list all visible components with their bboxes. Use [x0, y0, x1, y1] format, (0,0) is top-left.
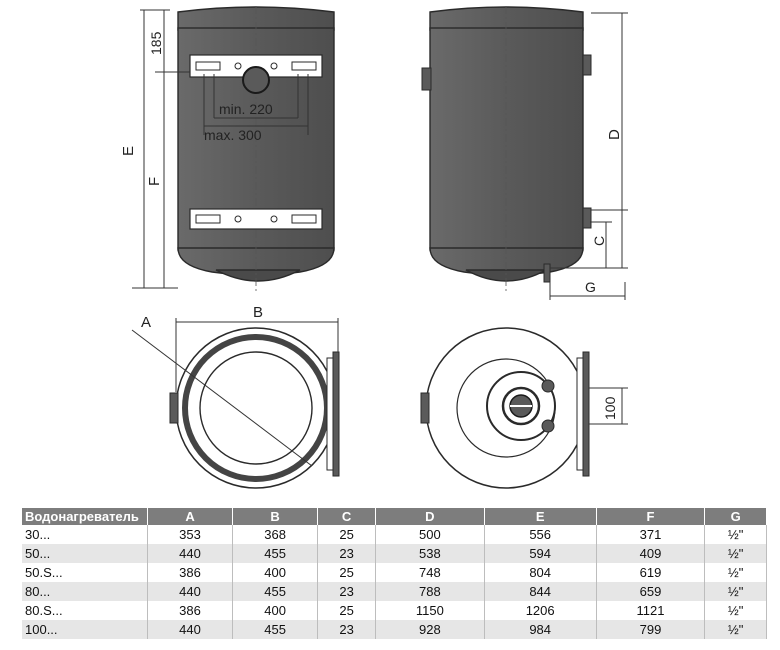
- dim-a-label: A: [141, 314, 151, 331]
- col-header-model: Водонагреватель: [22, 508, 148, 525]
- col-header-g: G: [704, 508, 767, 525]
- cell-model: 100...: [22, 620, 148, 639]
- cell-f: 371: [596, 525, 706, 544]
- col-header-d: D: [375, 508, 485, 525]
- dim-185-label: 185: [148, 31, 164, 55]
- col-header-f: F: [596, 508, 706, 525]
- min-distance-label: min. 220: [219, 101, 273, 117]
- cell-b: 455: [232, 582, 319, 601]
- col-header-b: B: [232, 508, 319, 525]
- cell-d: 538: [375, 544, 485, 563]
- col-header-e: E: [484, 508, 597, 525]
- front-view: min. 220 max. 300 185 E F: [120, 6, 335, 292]
- cell-e: 594: [484, 544, 597, 563]
- cell-g: ½": [704, 525, 767, 544]
- cell-e: 844: [484, 582, 597, 601]
- side-view: D C G: [421, 6, 628, 300]
- cell-g: ½": [704, 544, 767, 563]
- dim-100-label: 100: [602, 396, 618, 420]
- cell-a: 386: [147, 563, 234, 582]
- cell-e: 804: [484, 563, 597, 582]
- cell-b: 368: [232, 525, 319, 544]
- cell-g: ½": [704, 620, 767, 639]
- cell-d: 1150: [375, 601, 485, 620]
- cell-c: 25: [317, 525, 377, 544]
- cell-b: 400: [232, 601, 319, 620]
- cell-e: 984: [484, 620, 597, 639]
- cell-e: 1206: [484, 601, 597, 620]
- cell-f: 659: [596, 582, 706, 601]
- max-distance-label: max. 300: [204, 127, 262, 143]
- bottom-view-side: 100: [420, 327, 628, 489]
- cell-model: 80.S...: [22, 601, 148, 620]
- cell-model: 80...: [22, 582, 148, 601]
- cell-f: 409: [596, 544, 706, 563]
- cell-d: 788: [375, 582, 485, 601]
- cell-f: 799: [596, 620, 706, 639]
- bottom-view-front: B A: [131, 304, 340, 489]
- cell-d: 500: [375, 525, 485, 544]
- dim-b-label: B: [253, 304, 263, 321]
- cell-model: 30...: [22, 525, 148, 544]
- dim-e-label: E: [120, 146, 137, 156]
- col-header-c: C: [317, 508, 377, 525]
- col-header-a: A: [147, 508, 234, 525]
- top-bracket: [189, 54, 323, 94]
- cell-model: 50.S...: [22, 563, 148, 582]
- technical-drawing: min. 220 max. 300 185 E F: [120, 6, 628, 489]
- cell-b: 455: [232, 544, 319, 563]
- cell-a: 440: [147, 582, 234, 601]
- cell-g: ½": [704, 582, 767, 601]
- cell-b: 400: [232, 563, 319, 582]
- cell-a: 440: [147, 544, 234, 563]
- cell-c: 23: [317, 582, 377, 601]
- dim-g-label: G: [585, 279, 596, 295]
- cell-c: 25: [317, 563, 377, 582]
- cell-c: 23: [317, 544, 377, 563]
- dim-c-label: C: [591, 236, 607, 246]
- cell-c: 25: [317, 601, 377, 620]
- cell-a: 386: [147, 601, 234, 620]
- cell-model: 50...: [22, 544, 148, 563]
- cell-c: 23: [317, 620, 377, 639]
- table-header-row: Водонагреватель A B C D E F G: [22, 508, 767, 525]
- cell-d: 748: [375, 563, 485, 582]
- cell-g: ½": [704, 563, 767, 582]
- cell-a: 440: [147, 620, 234, 639]
- dim-f-label: F: [146, 177, 163, 186]
- cell-a: 353: [147, 525, 234, 544]
- cell-d: 928: [375, 620, 485, 639]
- cell-g: ½": [704, 601, 767, 620]
- cell-e: 556: [484, 525, 597, 544]
- cell-f: 1121: [596, 601, 706, 620]
- cell-f: 619: [596, 563, 706, 582]
- bottom-bracket: [189, 208, 323, 230]
- dim-d-label: D: [606, 129, 623, 140]
- cell-b: 455: [232, 620, 319, 639]
